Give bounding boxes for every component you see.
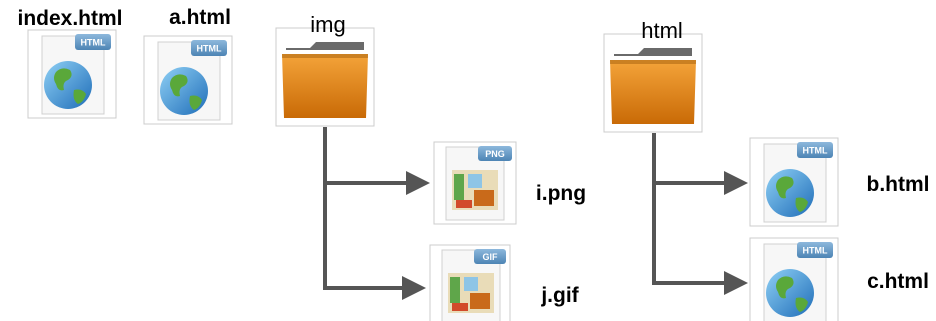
label-i-png: i.png [536, 182, 586, 205]
badge-html-label: HTML [803, 246, 828, 256]
connectors [323, 127, 748, 300]
label-html-folder: html [641, 18, 683, 43]
globe-document-icon: HTML [143, 35, 233, 125]
file-a-html[interactable]: HTML a.html [143, 6, 233, 125]
label-j-gif: j.gif [540, 284, 579, 307]
label-b-html: b.html [867, 173, 930, 196]
picture-document-icon: PNG [433, 141, 517, 225]
file-index-html[interactable]: HTML index.html [17, 7, 123, 119]
picture-document-icon: GIF [429, 244, 511, 321]
connector-html-to-b-html [652, 133, 748, 195]
globe-document-icon: HTML [749, 237, 839, 321]
label-index-html: index.html [17, 7, 122, 30]
badge-html-label: HTML [803, 146, 828, 156]
globe-document-icon: HTML [27, 29, 117, 119]
connector-html-to-c-html [652, 183, 748, 295]
folder-icon [275, 27, 375, 127]
badge-png-label: PNG [485, 149, 505, 159]
globe-document-icon: HTML [749, 137, 839, 227]
connector-img-to-i-png [323, 127, 430, 195]
folder-icon [603, 33, 703, 133]
label-c-html: c.html [867, 270, 929, 293]
folder-html[interactable]: html [603, 18, 703, 133]
connector-img-to-j-gif [323, 183, 426, 300]
badge-gif-label: GIF [483, 252, 499, 262]
badge-html-label: HTML [81, 38, 106, 48]
file-i-png[interactable]: PNG i.png [433, 141, 586, 225]
badge-html-label: HTML [197, 44, 222, 54]
file-c-html[interactable]: HTML c.html [749, 237, 929, 321]
file-b-html[interactable]: HTML b.html [749, 137, 930, 227]
file-j-gif[interactable]: GIF j.gif [429, 244, 580, 321]
folder-img[interactable]: img [275, 12, 375, 127]
label-a-html: a.html [169, 6, 231, 29]
label-img-folder: img [310, 12, 345, 37]
